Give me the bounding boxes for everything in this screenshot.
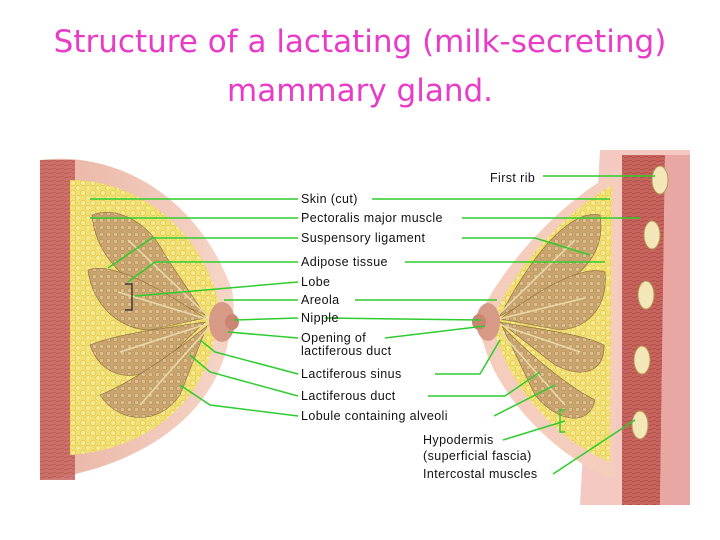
label-areola: Areola — [301, 293, 340, 307]
label-first-rib: First rib — [490, 171, 535, 185]
leader-opening-right — [385, 326, 485, 338]
right-intercostal-tissue — [660, 155, 690, 505]
label-intercostal-muscles: Intercostal muscles — [423, 467, 538, 481]
leader-opening-left — [228, 332, 298, 338]
label-hypodermis-line-2: (superficial fascia) — [423, 449, 532, 463]
label-lobe: Lobe — [301, 275, 330, 289]
leader-nipple-left — [234, 318, 298, 320]
left-breast-drawing — [40, 159, 239, 480]
label-pectoralis-major: Pectoralis major muscle — [301, 211, 443, 225]
label-opening-line-2: lactiferous duct — [301, 344, 391, 358]
label-lactiferous-sinus: Lactiferous sinus — [301, 367, 402, 381]
label-opening-line-1: Opening of — [301, 331, 366, 345]
label-adipose-tissue: Adipose tissue — [301, 255, 388, 269]
label-lactiferous-duct: Lactiferous duct — [301, 389, 396, 403]
leader-nipple-right — [325, 318, 481, 320]
label-hypodermis-line-1: Hypodermis — [423, 433, 494, 447]
label-suspensory-ligament: Suspensory ligament — [301, 231, 425, 245]
right-pectoralis-muscle — [622, 155, 665, 505]
label-nipple: Nipple — [301, 311, 339, 325]
left-nipple — [225, 314, 239, 330]
label-lobule-alveoli: Lobule containing alveoli — [301, 409, 448, 423]
label-skin-cut: Skin (cut) — [301, 192, 358, 206]
left-pectoralis-muscle — [40, 160, 75, 480]
